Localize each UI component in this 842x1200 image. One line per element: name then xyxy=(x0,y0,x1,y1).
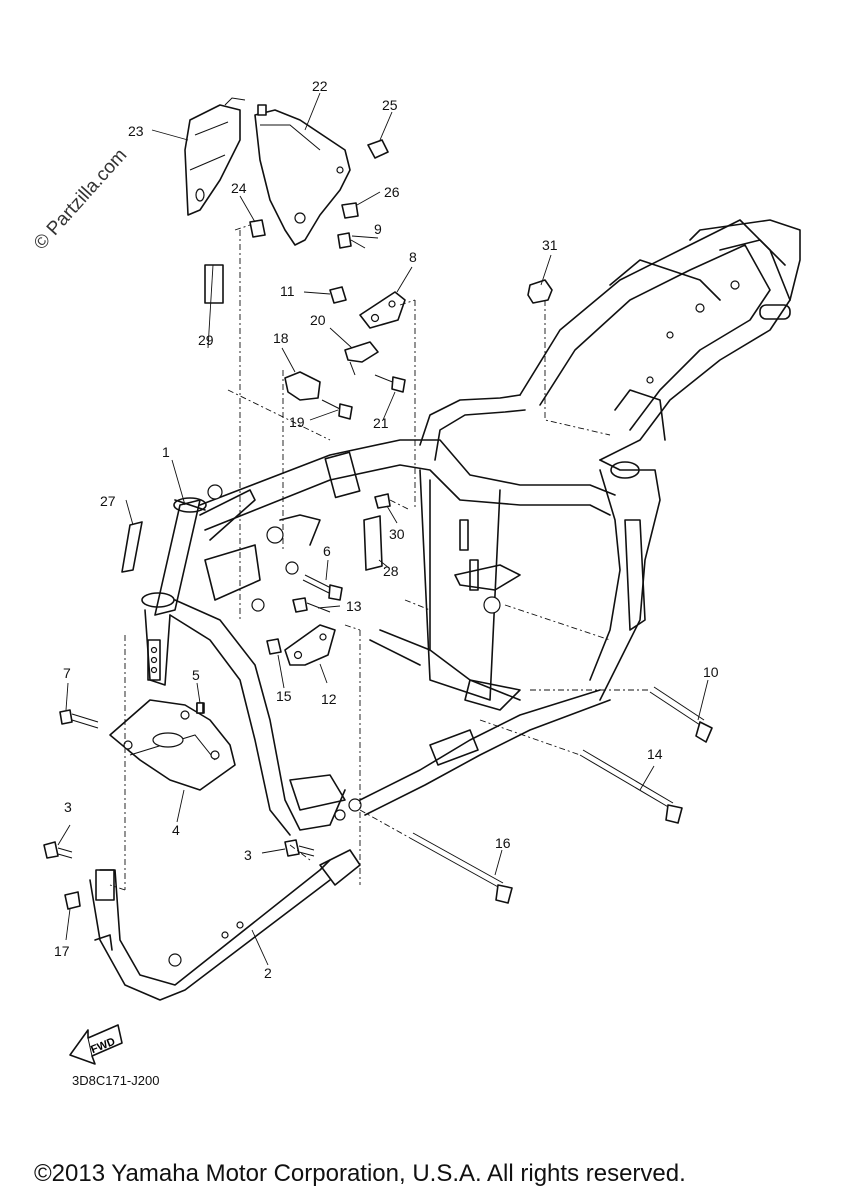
part-18-bracket xyxy=(284,371,321,401)
callout-19: 19 xyxy=(289,414,305,430)
callout-16: 16 xyxy=(495,835,511,851)
callout-20: 20 xyxy=(310,312,326,328)
callout-3-center: 3 xyxy=(244,847,252,863)
callout-26: 26 xyxy=(384,184,400,200)
callout-27: 27 xyxy=(100,493,116,509)
callout-8: 8 xyxy=(409,249,417,265)
callout-5: 5 xyxy=(192,667,200,683)
part-31-cap xyxy=(527,279,553,304)
copyright-notice: ©2013 Yamaha Motor Corporation, U.S.A. A… xyxy=(34,1160,686,1187)
callout-18: 18 xyxy=(273,330,289,346)
callout-9: 9 xyxy=(374,221,382,237)
callout-10: 10 xyxy=(703,664,719,680)
callout-11: 11 xyxy=(280,283,295,299)
callout-17: 17 xyxy=(54,943,70,959)
callout-29: 29 xyxy=(198,332,214,348)
callout-23: 23 xyxy=(128,123,144,139)
fwd-arrow-icon: FWD xyxy=(69,1024,123,1065)
callout-31: 31 xyxy=(542,237,558,253)
lower-cross-tube xyxy=(334,629,611,821)
callout-6: 6 xyxy=(323,543,331,559)
callout-15: 15 xyxy=(276,688,292,704)
part-12-bracket xyxy=(284,624,336,666)
rear-frame xyxy=(519,219,801,701)
callout-22: 22 xyxy=(312,78,328,94)
part-1-steering-head xyxy=(141,484,346,836)
part-23-cover xyxy=(184,97,246,216)
callout-13: 13 xyxy=(346,598,362,614)
callout-28: 28 xyxy=(383,563,399,579)
callout-1: 1 xyxy=(162,444,170,460)
callout-4: 4 xyxy=(172,822,180,838)
callout-7: 7 xyxy=(63,665,71,681)
part-2-lower-frame xyxy=(89,849,361,1001)
callout-3-left: 3 xyxy=(64,799,72,815)
callout-2: 2 xyxy=(264,965,272,981)
callout-25: 25 xyxy=(382,97,398,113)
callout-21: 21 xyxy=(373,415,389,431)
alignment-lines xyxy=(109,224,650,891)
part-8-bracket xyxy=(359,291,406,329)
fasteners xyxy=(43,139,713,910)
center-frame xyxy=(199,394,616,711)
part-22-cover xyxy=(254,104,351,246)
diagram-reference-code: 3D8C171-J200 xyxy=(72,1073,160,1088)
part-4-engine-bracket xyxy=(109,699,236,791)
label-parts xyxy=(121,264,391,573)
callout-30: 30 xyxy=(389,526,405,542)
callout-numbers: 1 2 3 3 4 5 6 7 8 9 10 11 12 13 14 15 16… xyxy=(54,78,719,981)
callout-14: 14 xyxy=(647,746,663,762)
callout-12: 12 xyxy=(321,691,337,707)
leader-lines xyxy=(57,92,709,966)
callout-24: 24 xyxy=(231,180,247,196)
part-20-bracket xyxy=(344,341,379,376)
